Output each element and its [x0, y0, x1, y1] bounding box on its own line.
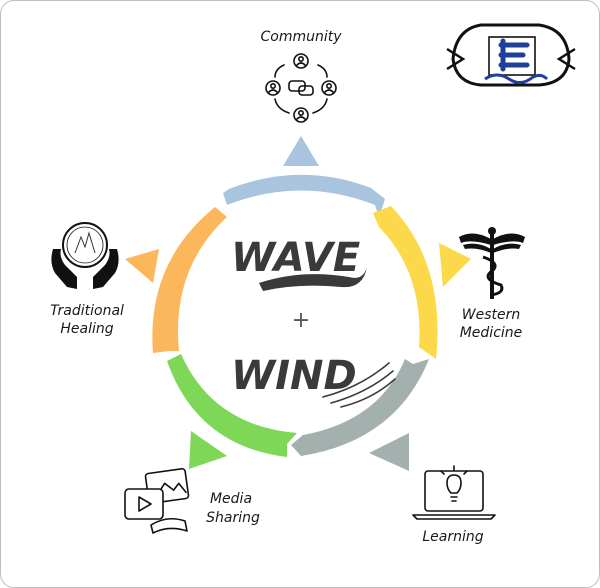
center-word-wave: WAVE [231, 235, 360, 281]
arrow-to-western-medicine [439, 243, 471, 287]
arrow-to-media-sharing [189, 431, 227, 469]
arrow-to-learning [369, 433, 409, 471]
label-community: Community [260, 29, 342, 45]
ring-segment-traditional-healing [152, 207, 227, 353]
node-learning: Learning [412, 465, 496, 545]
wave-swoosh-icon [259, 267, 367, 291]
wind-streaks-icon [322, 362, 396, 408]
label-media-sharing-line1: Media [210, 491, 252, 507]
wave-wind-logo-icon [446, 23, 576, 87]
node-western-medicine: Western Medicine [459, 227, 525, 341]
center-word-wind: WIND [231, 353, 357, 399]
node-traditional-healing: Traditional Healing [50, 222, 124, 337]
ring-segment-media-sharing [167, 354, 297, 457]
community-network-icon [265, 53, 337, 123]
ring-segment-learning [291, 359, 429, 456]
arrow-to-traditional-healing [125, 249, 159, 283]
laptop-lightbulb-icon [412, 465, 496, 520]
arrow-to-community [283, 136, 319, 166]
label-traditional-healing-line1: Traditional [50, 303, 124, 319]
outward-arrows [125, 136, 471, 471]
hands-globe-icon [51, 222, 119, 289]
media-icon [124, 467, 190, 534]
ring-segment-western-medicine [373, 206, 438, 359]
label-western-medicine-line1: Western [462, 307, 520, 323]
center-plus: + [292, 308, 310, 333]
label-media-sharing-line2: Sharing [206, 510, 260, 526]
label-learning: Learning [422, 529, 483, 545]
label-traditional-healing-line2: Healing [60, 321, 113, 337]
node-media-sharing: Media Sharing [124, 467, 260, 534]
ring-segment-community [223, 174, 385, 217]
label-western-medicine-line2: Medicine [460, 325, 523, 341]
cycle-ring [152, 174, 438, 457]
caduceus-icon [459, 227, 525, 299]
node-community: Community [260, 29, 342, 123]
